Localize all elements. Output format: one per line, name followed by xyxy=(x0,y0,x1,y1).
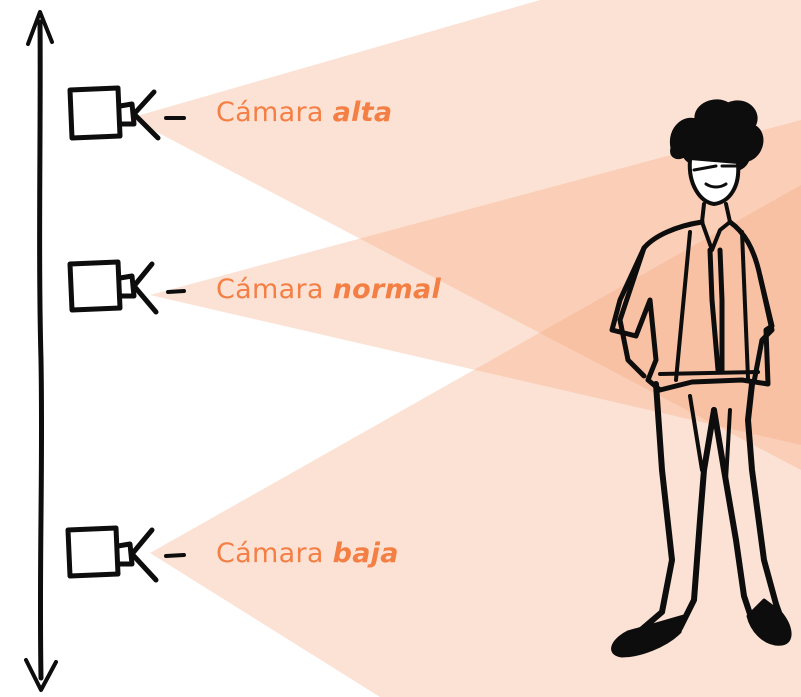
camera-label-emphasis: normal xyxy=(333,274,442,305)
camera-label-prefix: Cámara xyxy=(216,97,324,128)
camera-label-emphasis: alta xyxy=(333,97,393,128)
double-arrow-vertical-icon xyxy=(26,12,56,690)
camera-label-prefix: Cámara xyxy=(216,274,324,305)
camera-label-emphasis: baja xyxy=(333,538,399,569)
camera-label-prefix: Cámara xyxy=(216,538,324,569)
film-camera-icon xyxy=(68,528,184,580)
film-camera-icon xyxy=(70,262,184,312)
camera-label-low: Cámara baja xyxy=(216,538,399,570)
camera-label-high: Cámara alta xyxy=(216,97,392,129)
camera-label-normal: Cámara normal xyxy=(216,274,441,306)
